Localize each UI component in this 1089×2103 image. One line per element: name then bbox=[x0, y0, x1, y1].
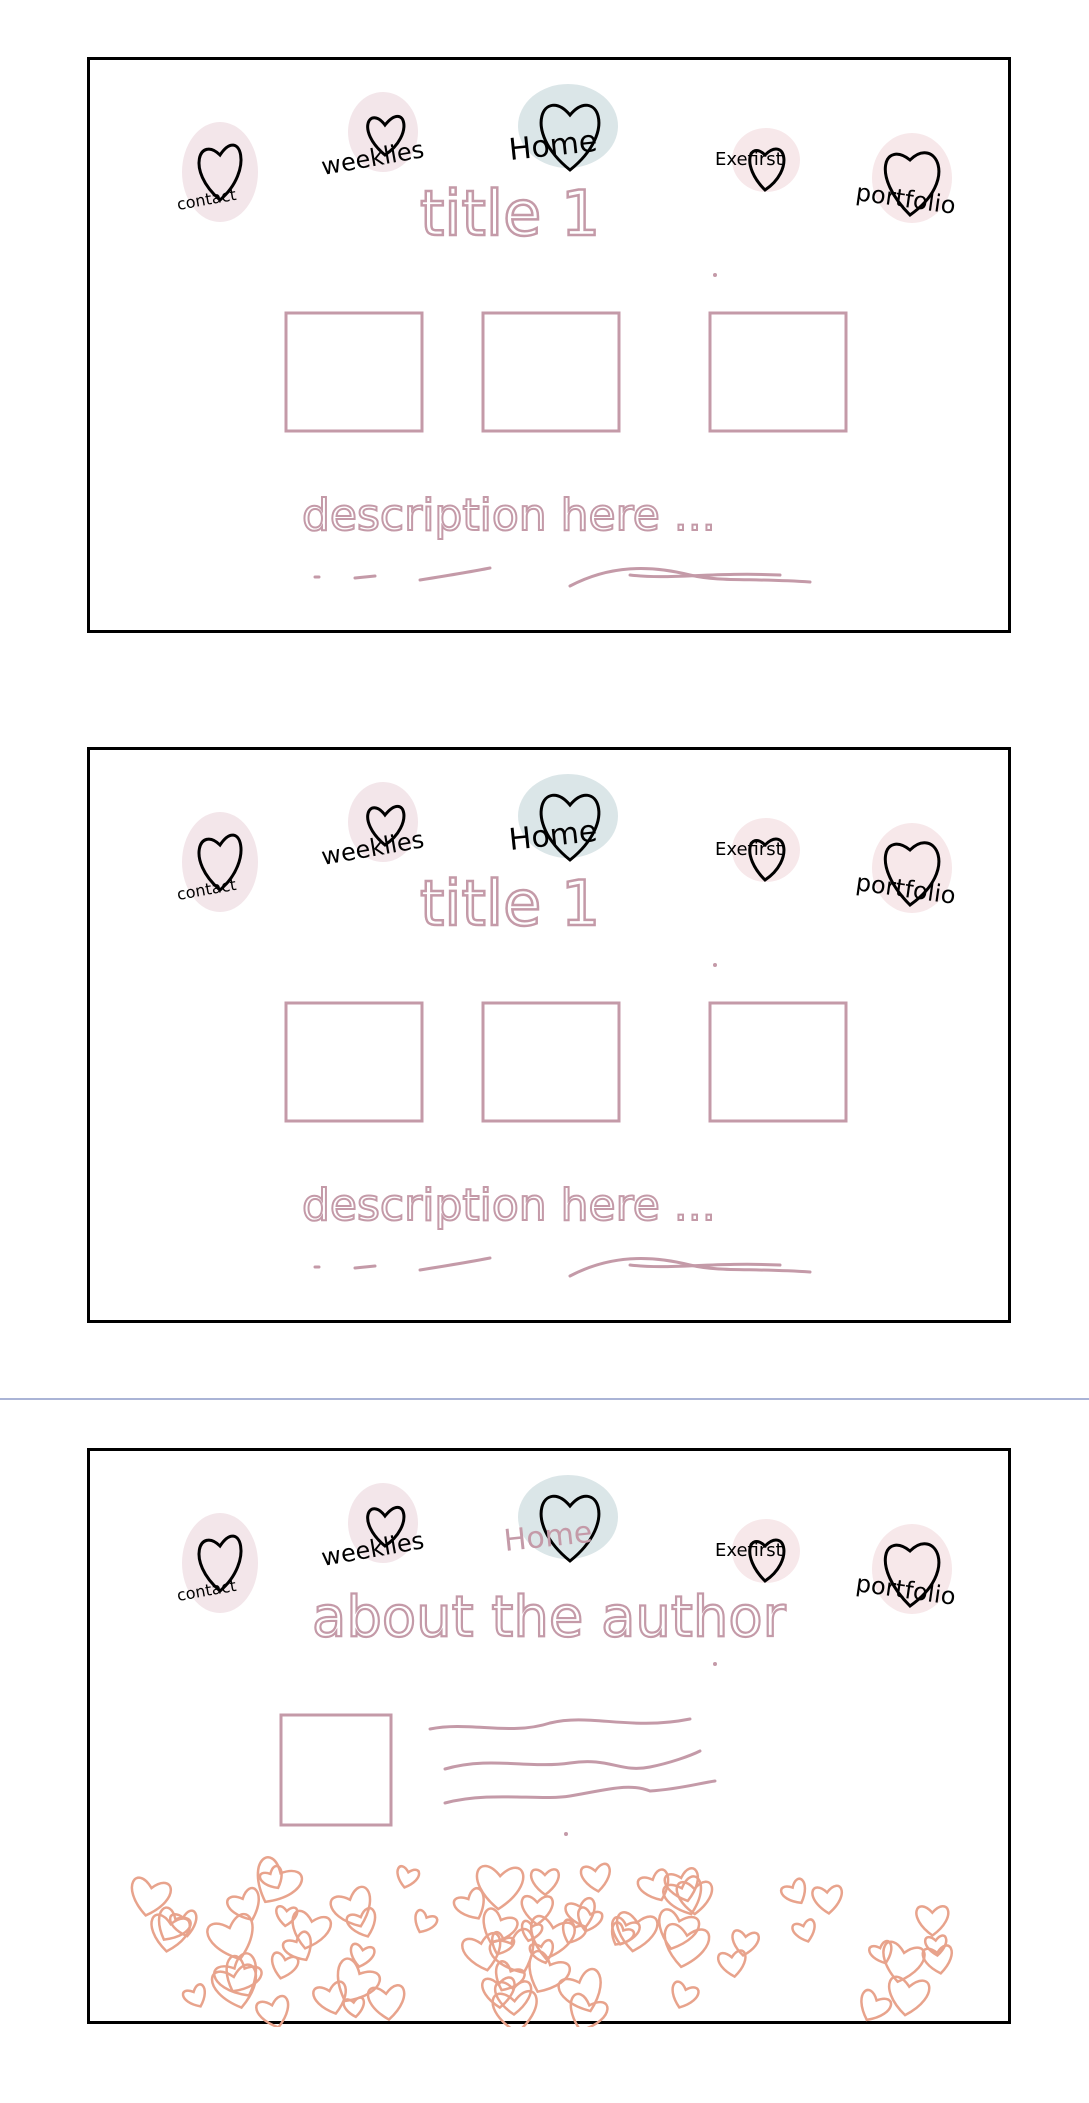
heart-doodle-icon bbox=[564, 1896, 596, 1929]
image-placeholder bbox=[284, 311, 424, 433]
author-photo-placeholder bbox=[279, 1713, 393, 1827]
heart-doodle-icon bbox=[275, 1905, 299, 1928]
image-placeholder bbox=[708, 311, 848, 433]
heart-doodle-icon bbox=[495, 1960, 526, 1992]
heart-doodle-icon bbox=[658, 1908, 701, 1951]
heart-doodle-icon bbox=[662, 1875, 703, 1916]
heart-doodle-icon bbox=[258, 1864, 283, 1890]
heart-doodle-icon bbox=[557, 1967, 602, 2013]
heart-doodle-icon bbox=[615, 1911, 659, 1953]
heart-doodle-icon bbox=[921, 1944, 953, 1975]
heart-doodle-icon bbox=[529, 1868, 560, 1897]
heart-doodle-icon bbox=[482, 1907, 519, 1945]
heart-doodle-icon bbox=[366, 1984, 406, 2022]
heart-doodle-icon bbox=[281, 1930, 312, 1962]
section-divider bbox=[0, 1398, 1089, 1400]
heart-doodle-icon bbox=[256, 1856, 304, 1904]
heart-doodle-icon bbox=[255, 1994, 290, 2027]
heart-doodle-icon bbox=[206, 1913, 254, 1961]
image-placeholder bbox=[481, 311, 621, 433]
heart-doodle-icon bbox=[577, 1906, 604, 1933]
wireframe-page-about: contact weeklies Home Exefirst portfolio… bbox=[87, 1448, 1011, 2027]
heart-doodle-icon bbox=[181, 1983, 207, 2008]
nav-extra-label[interactable]: Exefirst bbox=[715, 839, 783, 860]
heart-doodle-icon bbox=[336, 1957, 382, 2003]
heart-doodle-icon bbox=[671, 1980, 700, 2009]
decorative-hearts-field bbox=[130, 1856, 953, 2027]
image-placeholder bbox=[481, 1001, 621, 1123]
bio-text-line bbox=[428, 1717, 692, 1731]
heart-doodle-icon bbox=[887, 1975, 931, 2017]
heart-doodle-icon bbox=[868, 1940, 893, 1965]
nav-extra-label[interactable]: Exefirst bbox=[715, 149, 783, 170]
heart-doodle-icon bbox=[329, 1885, 372, 1928]
heart-doodle-icon bbox=[452, 1887, 485, 1920]
heart-doodle-icon bbox=[663, 1922, 711, 1969]
heart-doodle-icon bbox=[345, 1906, 377, 1938]
heart-doodle-icon bbox=[579, 1862, 611, 1893]
heart-doodle-icon bbox=[342, 1996, 366, 2019]
heart-doodle-icon bbox=[882, 1940, 926, 1984]
heart-doodle-icon bbox=[569, 1992, 609, 2027]
wireframe-page-1: contact weeklies Home Exefirst portfolio… bbox=[87, 57, 1011, 633]
heart-doodle-icon bbox=[414, 1908, 439, 1934]
wireframe-page-2: contact weeklies Home Exefirst portfolio… bbox=[87, 747, 1011, 1323]
page-title: about the author bbox=[312, 1585, 787, 1650]
heart-doodle-icon bbox=[675, 1880, 714, 1916]
heart-doodle-icon bbox=[312, 1980, 347, 2016]
heart-doodle-icon bbox=[731, 1929, 760, 1957]
description-text: description here ... bbox=[302, 1180, 716, 1231]
heart-doodle-icon bbox=[716, 1949, 747, 1979]
page-title: title 1 bbox=[420, 177, 600, 250]
nav-extra-label[interactable]: Exefirst bbox=[715, 1540, 783, 1561]
heart-doodle-icon bbox=[860, 1988, 893, 2022]
heart-doodle-icon bbox=[226, 1886, 260, 1922]
heart-doodle-icon bbox=[488, 1927, 535, 1975]
heart-doodle-icon bbox=[157, 1906, 192, 1941]
heart-doodle-icon bbox=[396, 1865, 421, 1889]
heart-doodle-icon bbox=[225, 1954, 263, 1993]
heart-doodle-icon bbox=[461, 1931, 502, 1972]
heart-doodle-icon bbox=[780, 1877, 807, 1905]
heart-doodle-icon bbox=[475, 1864, 525, 1911]
bio-text-line bbox=[443, 1779, 717, 1805]
image-placeholder bbox=[708, 1001, 848, 1123]
image-placeholder bbox=[284, 1001, 424, 1123]
heart-doodle-icon bbox=[528, 1949, 572, 1994]
heart-doodle-icon bbox=[349, 1942, 376, 1969]
heart-doodle-icon bbox=[923, 1934, 948, 1958]
heart-doodle-icon bbox=[636, 1868, 670, 1902]
heart-doodle-icon bbox=[291, 1909, 333, 1950]
heart-doodle-icon bbox=[791, 1918, 816, 1943]
heart-doodle-icon bbox=[130, 1876, 173, 1917]
heart-doodle-icon bbox=[610, 1921, 636, 1946]
heart-doodle-icon bbox=[270, 1951, 300, 1980]
heart-doodle-icon bbox=[915, 1905, 950, 1938]
heart-doodle-icon bbox=[529, 1914, 576, 1961]
bio-text-line bbox=[443, 1749, 702, 1771]
heart-doodle-icon bbox=[494, 1980, 533, 2017]
heart-doodle-icon bbox=[491, 1989, 538, 2027]
description-text: description here ... bbox=[302, 490, 716, 541]
page-title: title 1 bbox=[420, 867, 600, 940]
heart-doodle-icon bbox=[520, 1895, 554, 1927]
heart-doodle-icon bbox=[811, 1884, 843, 1915]
